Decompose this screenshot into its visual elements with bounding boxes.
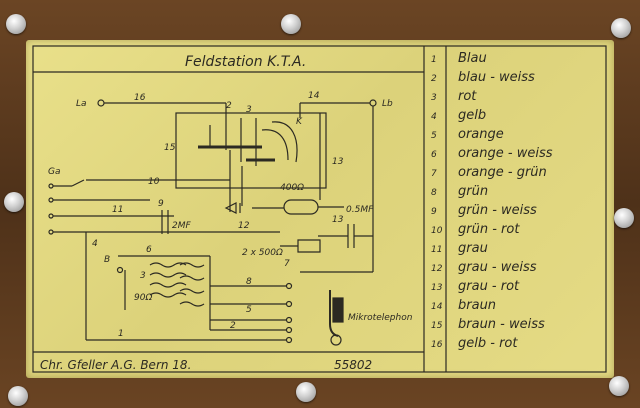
terminal-la: [97, 99, 105, 107]
wire-11: 11: [112, 205, 123, 215]
legend-number: 14: [431, 302, 443, 312]
wire-15: 15: [164, 143, 176, 153]
screw-bottom-left: [8, 386, 28, 406]
label-90ohm: 90Ω: [134, 293, 152, 303]
wire-2b: 2: [230, 321, 236, 331]
diagram-title: Feldstation K.T.A.: [185, 54, 306, 70]
terminal-lb: [369, 99, 377, 107]
screw-top-center: [281, 14, 301, 34]
wire-3b: 3: [140, 271, 146, 281]
legend-number: 6: [431, 150, 437, 160]
legend-color: grau - rot: [458, 279, 520, 294]
resistor-2x500: [297, 239, 321, 253]
wire-10: 10: [148, 177, 160, 187]
legend-color: orange - grün: [458, 165, 547, 180]
label-2x500ohm: 2 x 500Ω: [242, 248, 283, 258]
legend-number: 5: [431, 131, 437, 141]
wire-2: 2: [226, 101, 232, 111]
legend-color: orange - weiss: [458, 146, 553, 161]
screw-mid-right: [614, 208, 634, 228]
wire-13: 13: [332, 157, 344, 167]
legend-color: orange: [458, 127, 504, 142]
label-ga: Ga: [48, 167, 61, 177]
legend-color: braun - weiss: [458, 317, 545, 332]
switch-block: [175, 112, 327, 189]
screw-top-right: [611, 18, 631, 38]
screw-mid-left: [4, 192, 24, 212]
legend-number: 12: [431, 264, 443, 274]
legend-color: braun: [458, 298, 496, 313]
wire-12: 12: [238, 221, 250, 231]
legend-color: grün: [458, 184, 488, 199]
legend-color: blau - weiss: [458, 70, 535, 85]
legend-color: grau - weiss: [458, 260, 537, 275]
screw-bottom-right: [609, 376, 629, 396]
legend-number: 2: [431, 74, 437, 84]
wire-1: 1: [118, 329, 124, 339]
legend-number: 16: [431, 340, 443, 350]
legend-number: 3: [431, 93, 437, 103]
legend-number: 9: [431, 207, 437, 217]
label-la: La: [76, 99, 87, 109]
color-legend: 1 Blau 2 blau - weiss 3 rot 4 gelb 5 orange 6 orang…: [431, 51, 553, 351]
wire-k: K: [296, 117, 303, 127]
screw-top-left: [6, 14, 26, 34]
label-mikrotelephon: Mikrotelephon: [348, 313, 413, 323]
label-plate: [26, 40, 614, 378]
wire-13b: 13: [332, 215, 344, 225]
legend-color: grün - weiss: [458, 203, 537, 218]
wire-5: 5: [246, 305, 252, 315]
wire-8: 8: [246, 277, 252, 287]
wire-16: 16: [134, 93, 146, 103]
screw-bottom-center: [296, 382, 316, 402]
legend-color: gelb - rot: [458, 336, 518, 351]
footer-serial: 55802: [334, 358, 372, 372]
legend-color: gelb: [458, 108, 486, 123]
legend-number: 8: [431, 188, 437, 198]
legend-color: grau: [458, 241, 488, 256]
label-b: B: [104, 255, 110, 265]
footer-maker: Chr. Gfeller A.G. Bern 18.: [40, 358, 191, 372]
legend-number: 10: [431, 226, 443, 236]
label-400ohm: 400Ω: [280, 183, 304, 193]
legend-number: 1: [431, 55, 437, 65]
legend-color: Blau: [458, 51, 487, 66]
legend-color: grün - rot: [458, 222, 520, 237]
legend-color: rot: [458, 89, 477, 104]
resistor-400: [283, 199, 319, 215]
wire-4: 4: [92, 239, 98, 249]
wire-14: 14: [308, 91, 320, 101]
plate-border: [32, 45, 607, 373]
legend-number: 4: [431, 112, 437, 122]
label-05mf: 0.5MF: [346, 205, 374, 215]
label-lb: Lb: [382, 99, 393, 109]
legend-number: 11: [431, 245, 442, 255]
label-2mf: 2MF: [172, 221, 191, 231]
wire-6: 6: [146, 245, 152, 255]
legend-number: 15: [431, 321, 443, 331]
wire-9: 9: [158, 199, 164, 209]
legend-number: 7: [431, 169, 437, 179]
wire-3: 3: [246, 105, 252, 115]
wire-7: 7: [284, 259, 290, 269]
legend-number: 13: [431, 283, 443, 293]
